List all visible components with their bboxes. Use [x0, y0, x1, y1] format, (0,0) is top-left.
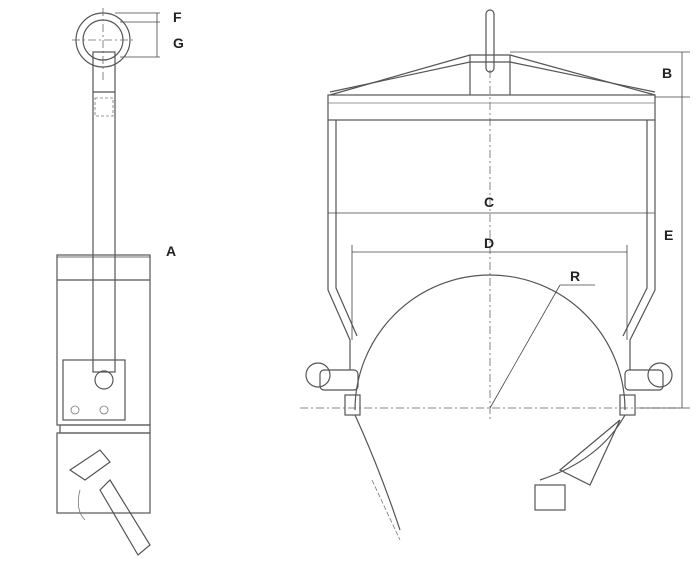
hanger-bar [92, 51, 116, 373]
radius-line [489, 284, 561, 409]
label-c: C [484, 194, 495, 210]
label-a: A [166, 243, 177, 259]
label-b: B [662, 65, 673, 81]
side-view [56, 8, 160, 556]
label-e: E [664, 227, 674, 243]
label-g: G [173, 35, 184, 51]
lifting-eye [485, 9, 495, 73]
label-r: R [570, 268, 581, 284]
label-f: F [173, 9, 182, 25]
front-view [300, 9, 690, 541]
lever-handle [99, 479, 151, 556]
drum-outline [354, 274, 626, 411]
label-d: D [484, 235, 495, 251]
crossbeam [327, 94, 656, 121]
